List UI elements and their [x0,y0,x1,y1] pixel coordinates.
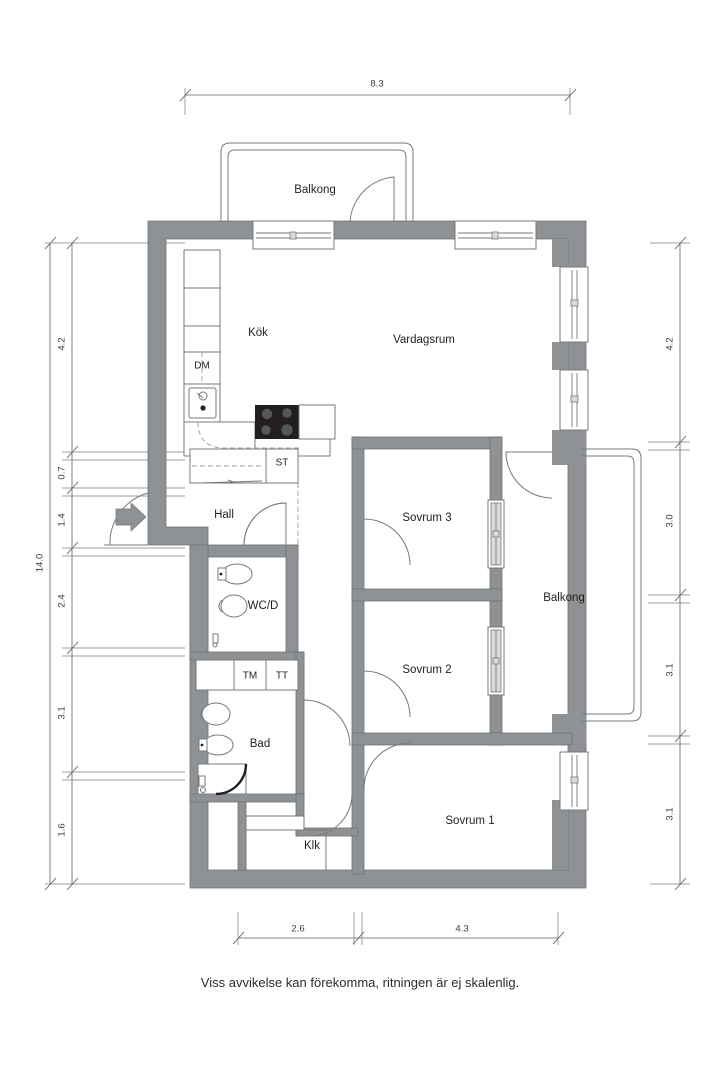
balcony-right-door-arc [505,451,553,499]
dim-bottom-1: 2.6 [291,924,304,935]
balcony-top-railing [220,142,414,225]
exterior-wall-notches [552,239,586,870]
wcd-toilet [217,563,253,585]
sovrum1-door-arc [363,742,411,790]
appliance-label-dm: DM [194,361,210,372]
dim-top-total: 8.3 [370,79,383,90]
wcd-floor-drain [212,633,219,648]
bad-toilet [198,734,234,756]
stove [255,405,299,439]
dim-left-2: 0.7 [57,466,68,479]
dim-left-6: 1.6 [57,823,68,836]
room-label-kok: Kök [248,327,268,339]
window-livingroom-right-upper [559,266,589,343]
room-label-sovrum1: Sovrum 1 [445,815,494,827]
dimension-right: 4.2 3.0 3.1 3.1 [648,236,690,891]
room-label-balkong-right: Balkong [543,592,585,604]
dim-right-1: 4.2 [665,337,676,350]
appliance-label-st: ST [276,458,289,469]
sovrum3-door-arc [363,518,411,566]
plan-caption: Viss avvikelse kan förekomma, ritningen … [200,975,520,990]
appliance-label-tm: TM [243,671,257,682]
entrance-arrow-icon [115,502,147,532]
room-label-wcd: WC/D [248,600,279,612]
counter-right-of-stove [298,404,336,440]
room-label-sovrum3: Sovrum 3 [402,512,451,524]
bad-shower [197,763,248,796]
interior-walls [189,436,573,875]
window-livingroom-right-lower [559,369,589,431]
room-label-klk: Klk [304,840,320,852]
sovrum2-door-arc [363,670,411,718]
klk-shelf [245,815,327,870]
kitchen-cabinets [183,249,221,385]
kitchen-sink [183,383,221,423]
bad-sink [200,702,231,726]
dim-left-4: 2.4 [57,594,68,607]
room-label-vardagsrum: Vardagsrum [393,334,455,346]
klk-door-arc [309,793,353,837]
dim-left-3: 1.4 [57,513,68,526]
dim-right-2: 3.0 [665,514,676,527]
appliance-label-tt: TT [276,671,288,682]
room-label-bad: Bad [250,738,270,750]
dim-left-1: 4.2 [57,337,68,350]
dim-left-5: 3.1 [57,706,68,719]
room-label-sovrum2: Sovrum 2 [402,664,451,676]
dim-left-total: 14.0 [35,554,46,573]
wcd-sink [218,594,248,618]
bad-door-arc [303,699,351,747]
window-livingroom-top [454,220,537,250]
dim-bottom-2: 4.3 [455,924,468,935]
window-sovrum3 [487,499,505,569]
entrance-door[interactable] [104,492,149,546]
room-label-hall: Hall [214,509,234,521]
wcd-door-swing [243,502,287,546]
window-sovrum2 [487,626,505,696]
dimension-bottom: 2.6 4.3 [232,912,565,945]
dimension-left-outer: 14.0 [35,236,57,891]
laundry-units [195,659,299,691]
balcony-top-door-arc [349,176,395,226]
hall-wardrobe [189,448,299,484]
room-label-balkong-top: Balkong [294,184,336,196]
dim-right-4: 3.1 [665,807,676,820]
window-sovrum1-right [559,751,589,811]
wcd-door-arc [243,502,287,546]
window-kitchen-top [252,220,335,250]
dim-right-3: 3.1 [665,663,676,676]
balcony-right-railing [582,448,642,722]
dimension-top: 8.3 [179,79,577,115]
